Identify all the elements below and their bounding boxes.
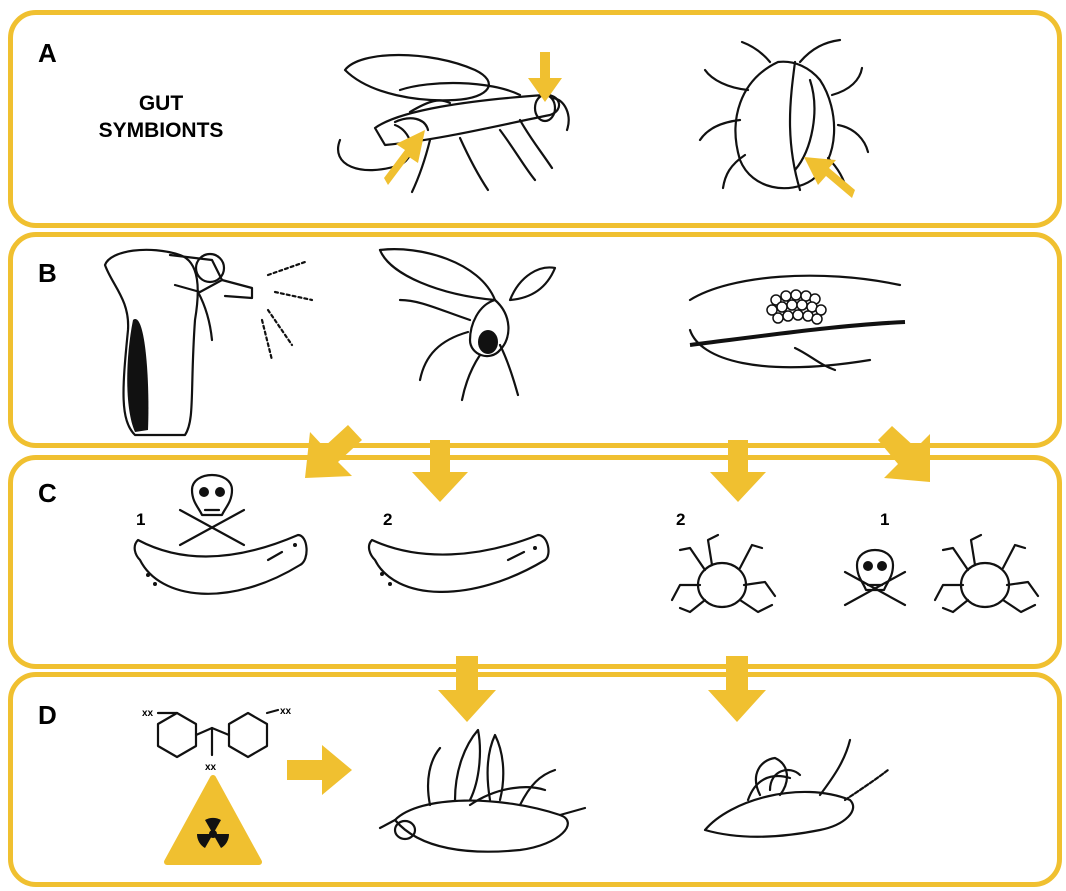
- flow-arrow-c-to-d-1: [438, 656, 496, 722]
- flow-arrow-c-to-d-2: [708, 656, 766, 722]
- molecule-icon: xx xx xx: [142, 706, 292, 773]
- fly-icon: [380, 249, 555, 400]
- larva-icon: [135, 535, 307, 594]
- larva-icon: [369, 535, 549, 592]
- dead-bug-icon: [705, 740, 888, 837]
- flow-arrow-b-to-c-2: [412, 440, 468, 502]
- radiation-icon: [167, 778, 259, 862]
- flow-arrow-b-to-c-1: [305, 425, 362, 478]
- fly-icon: [338, 55, 569, 192]
- spray-mist-icon: [262, 262, 312, 360]
- symbiont-arrow-2: [528, 52, 562, 102]
- egg-mass-leaf-icon: [690, 276, 905, 370]
- nymph-icon: [672, 535, 775, 612]
- symbiont-arrow-3: [804, 157, 855, 198]
- flow-arrow-b-to-c-3: [710, 440, 766, 502]
- substituent-label-bottom: xx: [205, 762, 217, 773]
- nymph-icon: [935, 535, 1038, 612]
- treatment-arrow: [287, 745, 352, 795]
- skull-crossbones-icon: [180, 475, 244, 545]
- substituent-label-right: xx: [280, 706, 292, 717]
- flow-arrow-b-to-c-4: [878, 426, 930, 482]
- substituent-label-left: xx: [142, 708, 154, 719]
- spray-bottle-icon: [105, 250, 252, 435]
- stink-bug-icon: [700, 40, 868, 192]
- dead-fly-icon: [380, 730, 585, 852]
- skull-crossbones-icon: [845, 550, 905, 605]
